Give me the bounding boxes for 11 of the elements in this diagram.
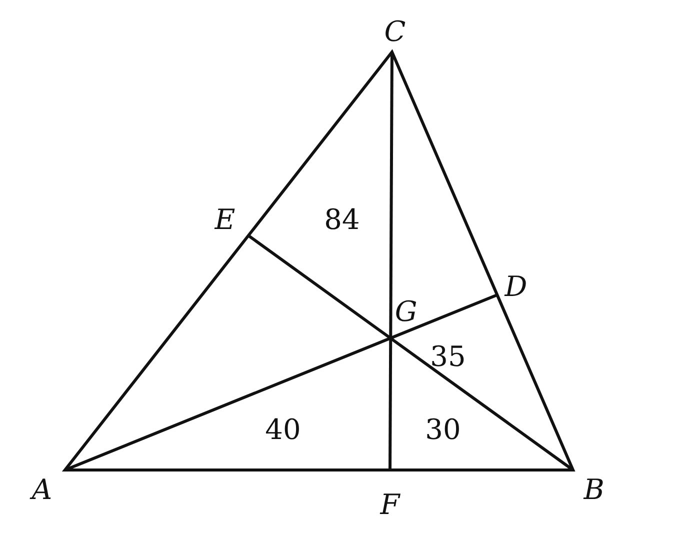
vertex-label: D (504, 273, 528, 301)
vertex-label: A (32, 476, 52, 504)
vertex-label: B (584, 476, 604, 504)
vertex-label: E (214, 206, 236, 234)
area-label: 30 (425, 416, 461, 444)
area-label: 40 (265, 416, 301, 444)
vertex-label: G (394, 298, 418, 326)
area-label: 35 (430, 343, 466, 371)
area-label: 84 (324, 206, 360, 234)
vertex-label: F (380, 491, 400, 519)
vertex-label: C (384, 18, 406, 46)
